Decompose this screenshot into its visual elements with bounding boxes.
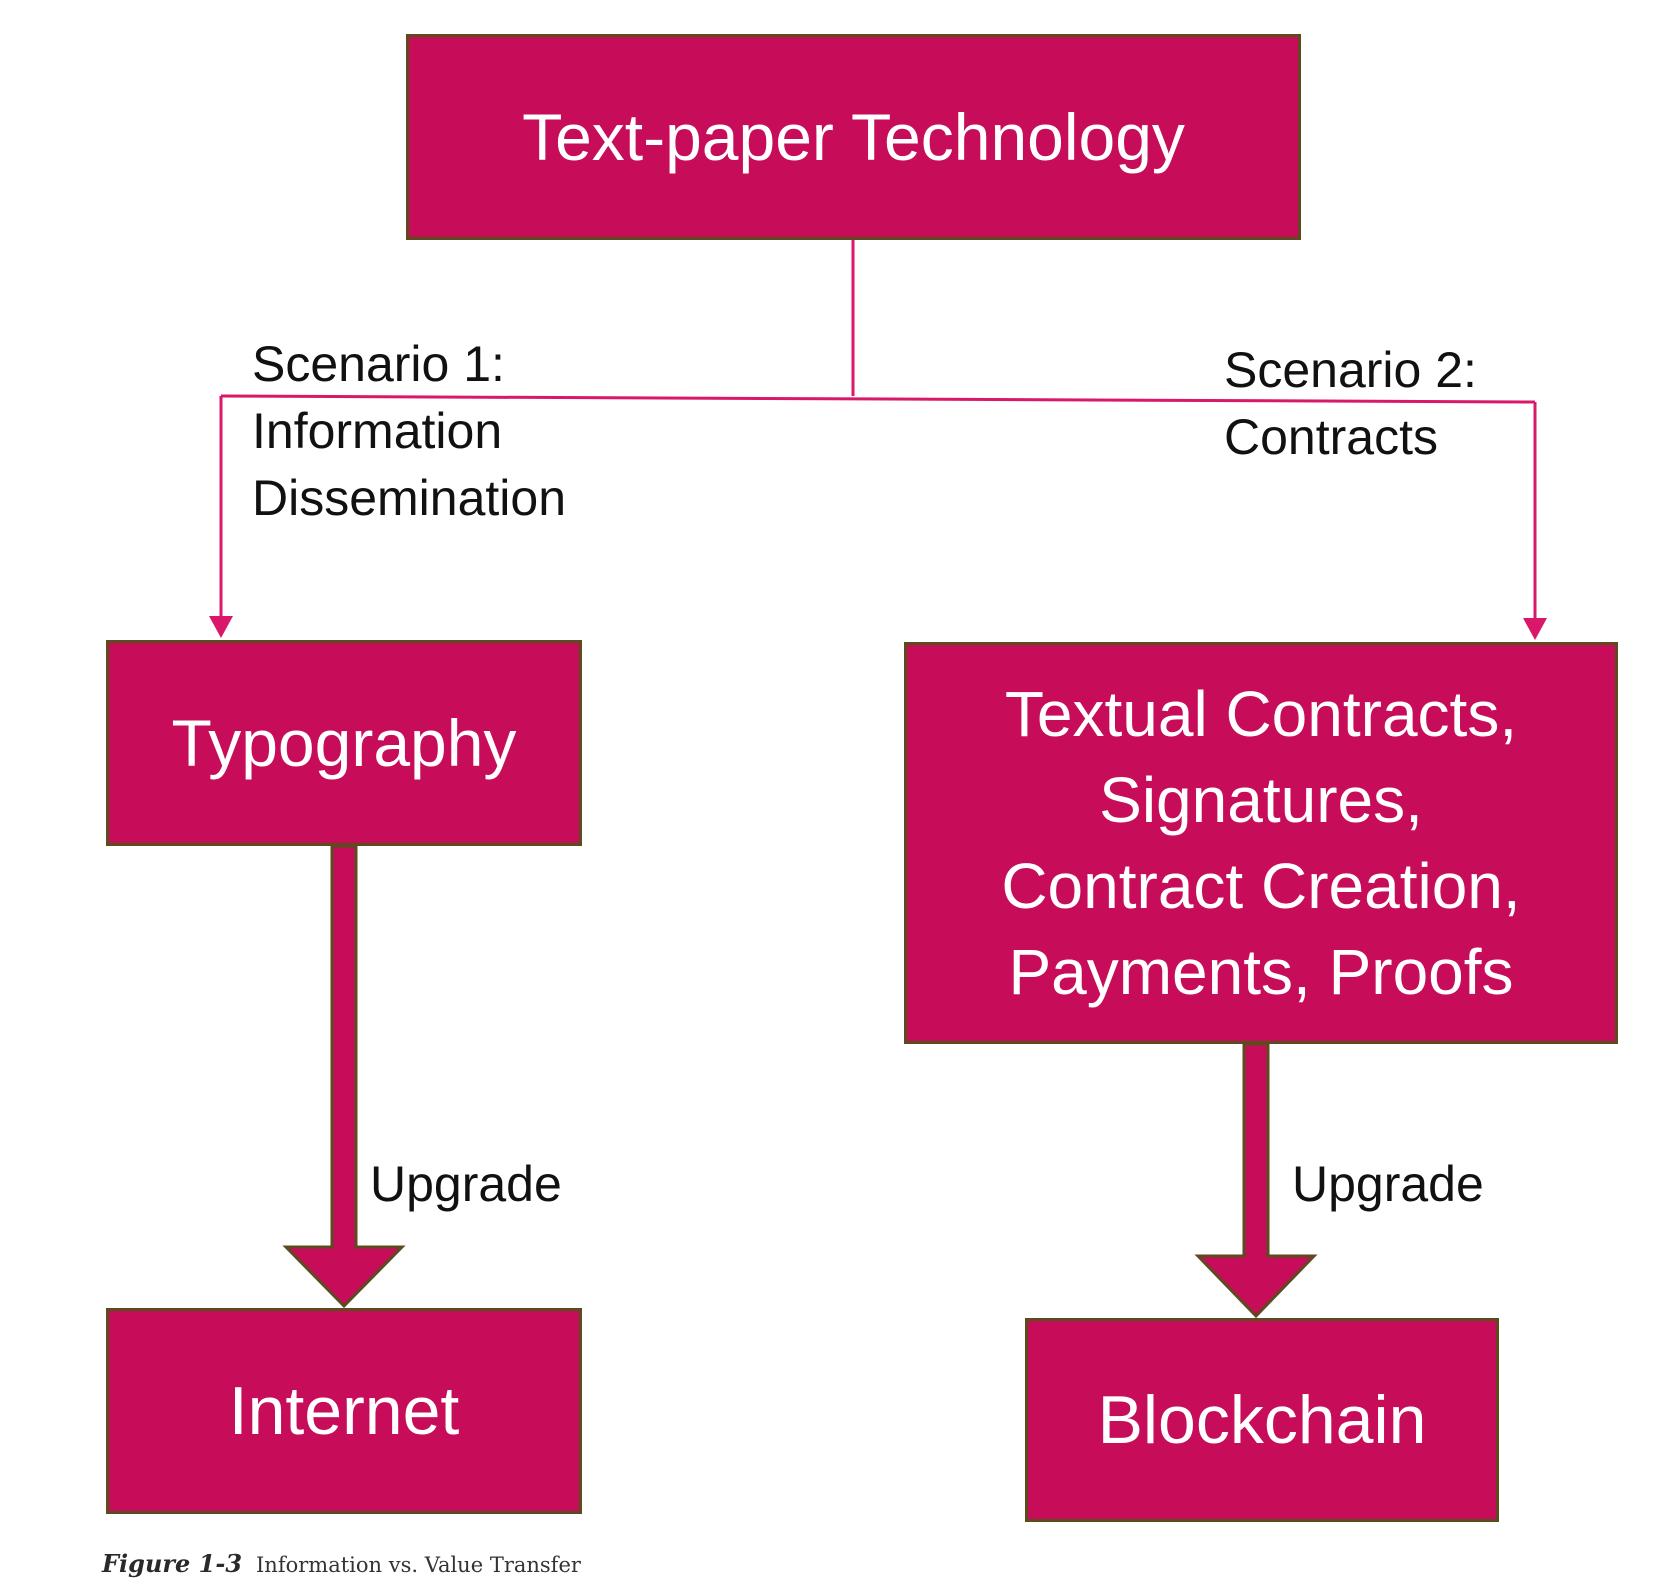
blockchain-box: Blockchain [1025, 1318, 1499, 1522]
left-upgrade-arrow [282, 844, 406, 1309]
left-upgrade-label: Upgrade [370, 1156, 562, 1212]
internet-box: Internet [106, 1308, 582, 1514]
right-upgrade-arrow [1194, 1042, 1318, 1319]
typography-label: Typography [171, 706, 517, 780]
branch-line [220, 394, 1536, 404]
text-paper-technology-label: Text-paper Technology [522, 100, 1185, 174]
right-upgrade-label: Upgrade [1292, 1156, 1484, 1212]
left-drop-arrowhead [209, 616, 233, 638]
figure-number: Figure 1-3 [102, 1549, 243, 1578]
figure-caption-text: Information vs. Value Transfer [256, 1553, 581, 1577]
typography-box: Typography [106, 640, 582, 846]
figure-caption: Figure 1-3 Information vs. Value Transfer [102, 1549, 581, 1578]
textual-contracts-text: Textual Contracts, Signatures, Contract … [1001, 671, 1520, 1015]
right-drop-arrowhead [1523, 618, 1547, 640]
blockchain-label: Blockchain [1097, 1382, 1427, 1458]
scenario-2-label: Scenario 2: Contracts [1224, 342, 1477, 465]
contracts-line: Textual Contracts, [1004, 678, 1518, 750]
contracts-line: Signatures, [1099, 764, 1423, 836]
contracts-line: Payments, Proofs [1008, 936, 1514, 1008]
contracts-line: Contract Creation, [1001, 850, 1521, 922]
scenario-1-label: Scenario 1: Information Dissemination [252, 336, 567, 526]
textual-contracts-box: Textual Contracts, Signatures, Contract … [904, 642, 1618, 1044]
text-paper-technology-box: Text-paper Technology [406, 34, 1301, 240]
internet-label: Internet [228, 1373, 460, 1449]
